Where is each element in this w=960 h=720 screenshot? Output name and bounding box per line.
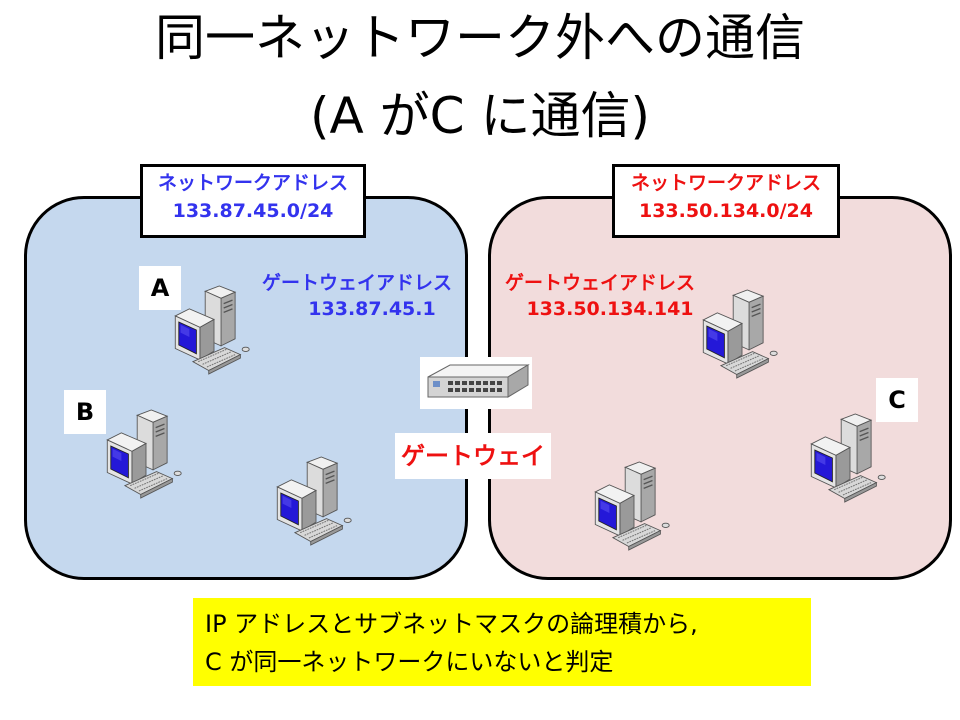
network-left-area	[24, 196, 468, 580]
gateway-device	[420, 357, 532, 409]
network-right-area	[488, 196, 952, 580]
network-right-label: ネットワークアドレス	[630, 172, 821, 194]
desktop-computer-icon	[272, 455, 360, 547]
gateway-address-left-block: ゲートウェイアドレス 133.87.45.1	[248, 270, 466, 322]
explanation-note-line1: IP アドレスとサブネットマスクの論理積から,	[205, 610, 698, 638]
network-left-address: 133.87.45.0/24	[172, 200, 334, 222]
page-title: 同一ネットワーク外への通信	[155, 9, 805, 67]
network-left-label: ネットワークアドレス	[157, 172, 348, 194]
network-switch-icon	[427, 364, 530, 398]
network-right-label-box: ネットワークアドレス 133.50.134.0/24	[612, 164, 840, 238]
host-a-label: A	[139, 266, 181, 310]
network-left-label-box: ネットワークアドレス 133.87.45.0/24	[140, 164, 366, 238]
gateway-address-right-block: ゲートウェイアドレス 133.50.134.141	[490, 270, 710, 322]
host-c-label: C	[876, 378, 918, 422]
explanation-note-line2: C が同一ネットワークにいないと判定	[205, 648, 614, 676]
desktop-computer-icon	[590, 460, 678, 552]
gateway-address-right-value: 133.50.134.141	[526, 298, 694, 320]
gateway-label: ゲートウェイ	[395, 433, 551, 479]
desktop-computer-icon	[806, 412, 894, 504]
gateway-address-right-label: ゲートウェイアドレス	[504, 272, 695, 294]
desktop-computer-icon	[102, 408, 190, 500]
page-subtitle: (A がC に通信)	[310, 87, 650, 145]
explanation-note: IP アドレスとサブネットマスクの論理積から, C が同一ネットワークにいないと…	[193, 598, 811, 686]
host-b-label: B	[64, 390, 106, 434]
gateway-address-left-value: 133.87.45.1	[308, 298, 436, 320]
desktop-computer-icon	[698, 288, 786, 380]
network-right-address: 133.50.134.0/24	[638, 200, 813, 222]
desktop-computer-icon	[170, 284, 258, 376]
gateway-address-left-label: ゲートウェイアドレス	[261, 272, 452, 294]
